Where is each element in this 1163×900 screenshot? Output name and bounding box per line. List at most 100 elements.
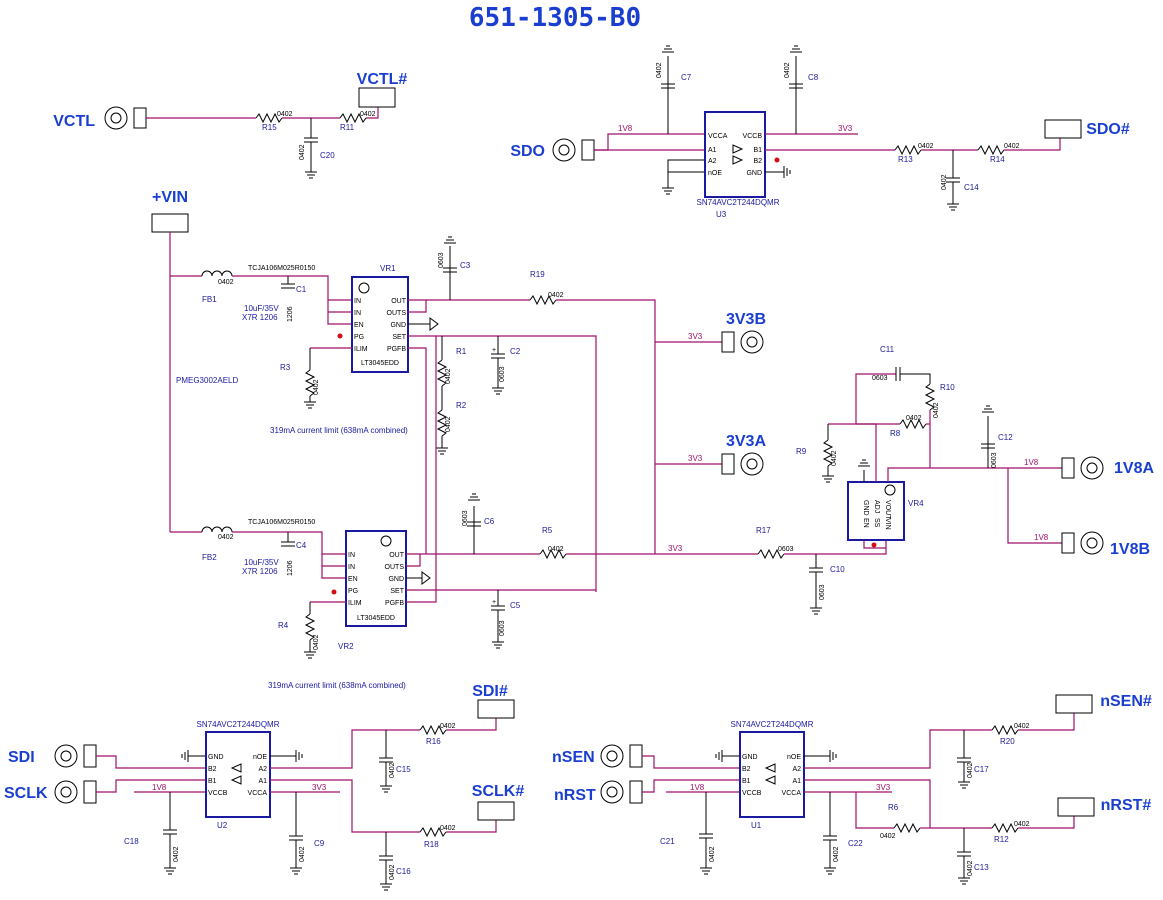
vr4-pin1-mark (884, 484, 896, 496)
c9-capacitor (288, 835, 304, 841)
u3-pin-vccb: VCCB (743, 133, 763, 140)
r5-package: 0402 (548, 546, 564, 553)
c6-ground-icon (467, 493, 481, 501)
r15-label: R15 (262, 123, 277, 132)
u2-noe-ground-icon (295, 749, 303, 763)
r2-label: R2 (456, 401, 467, 410)
c14-label: C14 (964, 183, 979, 192)
r6-resistor (893, 823, 921, 833)
c4-value: 10uF/35V (244, 558, 279, 567)
c20-package: 0402 (299, 144, 306, 160)
u1-gnd-ground-icon (715, 749, 723, 763)
vr4-pin-vout: VOUT (884, 500, 891, 520)
c16-package: 0402 (389, 864, 396, 880)
c9-label: C9 (314, 839, 325, 848)
c11-package: 0603 (872, 375, 888, 382)
sdo-connector-body (581, 139, 595, 161)
power-section: +VIN FB1 0402 TCJA106M025R0150 C1 10uF/3… (151, 189, 887, 690)
c1-capacitor (280, 283, 296, 289)
v1v8b-port-label: 1V8B (1110, 541, 1150, 558)
c16-capacitor (378, 855, 394, 861)
c1-label: C1 (296, 285, 307, 294)
sdo-port-label: SDO (510, 143, 545, 160)
nsen-n-label: nSEN# (1100, 693, 1152, 710)
c1-package: 1206 (287, 306, 294, 322)
v1v8b-connector-body (1061, 532, 1075, 554)
r3-ground-icon (303, 401, 317, 409)
vctl-port-label: VCTL (53, 113, 95, 130)
c10-label: C10 (830, 565, 845, 574)
u2-buffer-chip (205, 731, 271, 818)
vr2-pin-in2: IN (348, 564, 355, 571)
nrst-n-box (1057, 797, 1095, 817)
u3-3v3-net-label: 3V3 (838, 124, 853, 133)
v1v8b-net-label: 1V8 (1034, 533, 1049, 542)
c5-plus-sign: + (492, 599, 496, 606)
r18-label: R18 (424, 840, 439, 849)
r9-ground-icon (821, 475, 835, 483)
sclk-port-label: SCLK (4, 785, 48, 802)
vctl-section: VCTL R15 0402 R11 0402 VCTL# C20 0402 (53, 71, 407, 179)
u1-label: U1 (751, 821, 762, 830)
vr4-ground-icon (857, 459, 871, 467)
fb2-label: FB2 (202, 553, 217, 562)
u3-marker-dot (774, 157, 780, 163)
c12-label: C12 (998, 433, 1013, 442)
nsen-connector-body (629, 744, 643, 768)
vr2-pin-en: EN (348, 576, 358, 583)
r20-package: 0402 (1014, 723, 1030, 730)
c21-label: C21 (660, 837, 675, 846)
c15-package: 0402 (389, 762, 396, 778)
c7-label: C7 (681, 73, 692, 82)
r17-label: R17 (756, 526, 771, 535)
r13-label: R13 (898, 155, 913, 164)
c18-package: 0402 (173, 846, 180, 862)
c4-capacitor (280, 541, 296, 547)
vctl-coax-connector (104, 106, 128, 130)
r12-label: R12 (994, 835, 1009, 844)
c17-package: 0402 (967, 762, 974, 778)
u3-part-number: SN74AVC2T244DQMR (697, 198, 780, 207)
c9-ground-icon (289, 867, 303, 875)
u1-pin-a2: A2 (792, 766, 801, 773)
u1-3v3-net-label: 3V3 (876, 783, 891, 792)
sdi-n-label: SDI# (472, 683, 508, 700)
u1-pin-a1: A1 (792, 778, 801, 785)
u3-1v8-net-label: 1V8 (618, 124, 633, 133)
c5-ground-icon (491, 641, 505, 649)
vctl-connector-body (133, 107, 147, 129)
sdo-n-label: SDO# (1086, 121, 1130, 138)
v1v8a-net-label: 1V8 (1024, 458, 1039, 467)
u2-pin-vccb: VCCB (208, 790, 228, 797)
c6-package: 0603 (462, 510, 469, 526)
sdi-connector-body (83, 744, 97, 768)
u1-part-number: SN74AVC2T244DQMR (731, 720, 814, 729)
v3v3b-net-label: 3V3 (688, 332, 703, 341)
sdi-coax-connector (54, 744, 78, 768)
r9-label: R9 (796, 447, 807, 456)
u2-1v8-net-label: 1V8 (152, 783, 167, 792)
c9-package: 0402 (299, 846, 306, 862)
vr2-pin-pg: PG (348, 588, 358, 595)
r3-package: 0402 (313, 379, 320, 395)
fb1-package: 0402 (218, 279, 234, 286)
r10-label: R10 (940, 383, 955, 392)
vr1-part-number: LT3045EDD (361, 360, 399, 367)
u1-noe-ground-icon (829, 749, 837, 763)
vr4-label: VR4 (908, 499, 924, 508)
vr1-pin-pgfb: PGFB (387, 346, 406, 353)
nrst-n-label: nRST# (1101, 797, 1152, 814)
u2-pin-noe: nOE (253, 754, 267, 761)
r16-label: R16 (426, 737, 441, 746)
c4-package: 1206 (287, 560, 294, 576)
r19-label: R19 (530, 270, 545, 279)
r5-label: R5 (542, 526, 553, 535)
v3v3b-port-label: 3V3B (726, 311, 766, 328)
vin-box (151, 213, 189, 233)
r19-package: 0402 (548, 292, 564, 299)
c20-ground-icon (304, 171, 318, 179)
v3v3a-net-label: 3V3 (688, 454, 703, 463)
c13-ground-icon (957, 877, 971, 885)
fb2-part-number: TCJA106M025R0150 (248, 519, 315, 526)
